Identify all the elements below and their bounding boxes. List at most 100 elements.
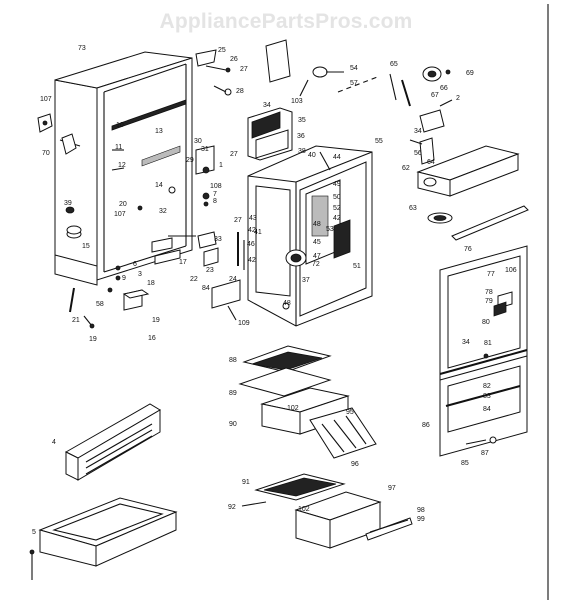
callout-c91: 91 <box>242 479 250 486</box>
callout-c5: 5 <box>32 529 36 536</box>
callout-c34c: 34 <box>462 339 470 346</box>
callout-c41: 41 <box>254 229 262 236</box>
callout-c48b: 48 <box>283 300 291 307</box>
callout-c36: 36 <box>297 133 305 140</box>
callout-c27c: 27 <box>234 217 242 224</box>
callout-c11: 11 <box>115 144 122 151</box>
callout-c95: 95 <box>346 409 354 416</box>
callout-c102a: 102 <box>287 405 299 412</box>
callout-c34a: 34 <box>263 102 271 109</box>
callout-c56: 56 <box>414 150 422 157</box>
upper-shelf-drawer <box>238 345 377 459</box>
callout-c43: 43 <box>249 215 257 222</box>
callout-c53: 53 <box>326 226 334 233</box>
callout-c26: 26 <box>230 56 238 63</box>
callout-c77: 77 <box>487 271 495 278</box>
callout-c8: 8 <box>213 198 217 205</box>
freezer-door <box>439 245 528 457</box>
callout-c83: 83 <box>483 393 491 400</box>
callout-c40: 40 <box>308 152 316 159</box>
callout-c12: 12 <box>118 162 126 169</box>
callout-c14: 14 <box>155 182 163 189</box>
callout-c70: 70 <box>42 150 50 157</box>
callout-c82: 82 <box>483 383 491 390</box>
callout-c106: 106 <box>505 267 517 274</box>
callout-c52: 52 <box>333 205 341 212</box>
callout-c4: 4 <box>52 439 56 446</box>
callout-c67: 67 <box>431 92 439 99</box>
callout-c9: 9 <box>122 275 126 282</box>
callout-c85: 85 <box>461 460 469 467</box>
callout-c18: 18 <box>147 280 155 287</box>
callout-c2: 2 <box>456 95 460 102</box>
callout-c42b: 42 <box>248 227 256 234</box>
callout-c3: 3 <box>138 271 142 278</box>
callout-c69: 69 <box>466 70 474 77</box>
callout-c51: 51 <box>353 263 361 270</box>
crisper-cover <box>64 403 161 481</box>
callout-c86: 86 <box>422 422 430 429</box>
air-duct-assembly <box>247 107 293 161</box>
watermark: AppliancePartsPros.com <box>159 10 413 33</box>
callout-c22: 22 <box>190 276 198 283</box>
callout-c108a: 108 <box>210 183 222 190</box>
callout-c62: 62 <box>402 165 410 172</box>
callout-c44: 44 <box>333 154 341 161</box>
cabinet-shell <box>54 51 193 286</box>
left-hardware <box>37 113 181 329</box>
callout-c64: 64 <box>427 159 435 166</box>
callout-c57: 57 <box>350 80 358 87</box>
callout-c73: 73 <box>78 45 86 52</box>
callout-c17: 17 <box>179 259 187 266</box>
callout-labels: 7310770101311121420107391532639182158191… <box>32 45 517 536</box>
callout-c54: 54 <box>350 65 358 72</box>
callout-c90: 90 <box>229 421 237 428</box>
callout-c1: 1 <box>219 162 223 169</box>
callout-c25: 25 <box>218 47 226 54</box>
callout-c107a: 107 <box>40 96 52 103</box>
callout-c10: 10 <box>116 122 124 129</box>
callout-c35: 35 <box>298 117 306 124</box>
callout-c81: 81 <box>484 340 492 347</box>
callout-c49: 49 <box>333 181 341 188</box>
lower-shelf-drawer <box>241 473 413 549</box>
callout-c32: 32 <box>159 208 167 215</box>
callout-c84: 84 <box>202 285 210 292</box>
callout-c46: 46 <box>247 241 255 248</box>
center-brackets <box>168 145 241 321</box>
callout-c103: 103 <box>291 98 303 105</box>
callout-c21: 21 <box>72 317 80 324</box>
callout-c7: 7 <box>213 191 217 198</box>
callout-c92: 92 <box>228 504 236 511</box>
callout-c96: 96 <box>351 461 359 468</box>
callout-c47: 47 <box>313 253 321 260</box>
callout-c89: 89 <box>229 390 237 397</box>
top-hinge-hardware <box>195 39 291 96</box>
callout-c50: 50 <box>333 194 341 201</box>
callout-c79: 79 <box>485 298 493 305</box>
freezer-liner <box>237 75 381 327</box>
callout-c55: 55 <box>375 138 383 145</box>
callout-c98: 98 <box>417 507 425 514</box>
callout-c19a: 19 <box>152 317 160 324</box>
top-fitting <box>299 66 344 97</box>
callout-c84b: 84 <box>483 406 491 413</box>
callout-c23: 23 <box>206 267 214 274</box>
callout-c20: 20 <box>119 201 127 208</box>
callout-c28: 28 <box>236 88 244 95</box>
callout-c66: 66 <box>440 85 448 92</box>
callout-c97: 97 <box>388 485 396 492</box>
callout-c102b: 102 <box>298 506 310 513</box>
callout-c37: 37 <box>302 277 310 284</box>
callout-c27b: 27 <box>230 151 238 158</box>
ice-bin <box>416 145 529 241</box>
callout-c88: 88 <box>229 357 237 364</box>
crisper-pan <box>29 497 178 580</box>
callout-c48: 48 <box>313 221 321 228</box>
callout-c27a: 27 <box>240 66 248 73</box>
callout-c42a: 42 <box>333 215 341 222</box>
callout-c16: 16 <box>148 335 156 342</box>
callout-c87: 87 <box>481 450 489 457</box>
